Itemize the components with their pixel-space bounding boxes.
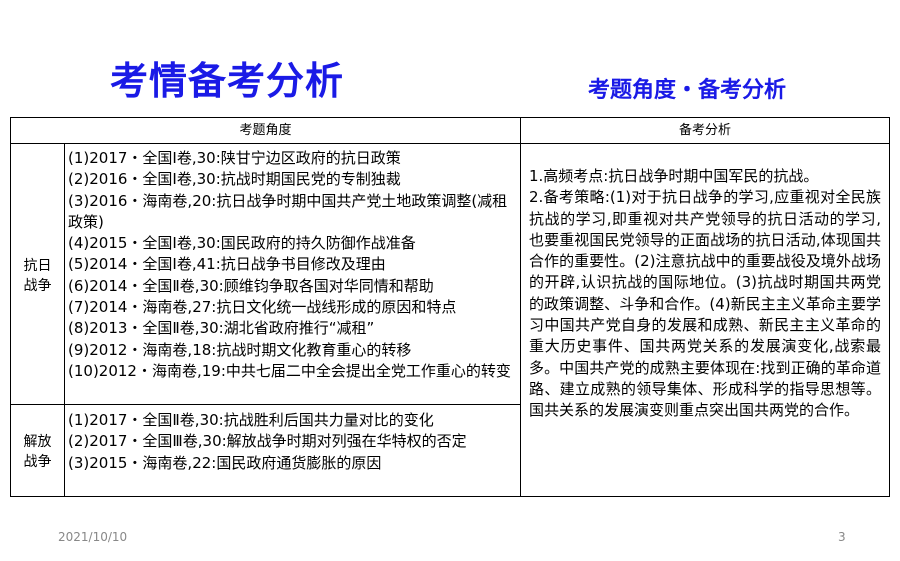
category-divider bbox=[64, 143, 65, 496]
list-item: (4)2015・全国Ⅰ卷,30:国民政府的持久防御作战准备 bbox=[68, 234, 416, 253]
analysis-paragraph: 1.高频考点:抗日战争时期中国军民的抗战。 bbox=[529, 167, 819, 185]
analysis-table: 考题角度 备考分析 抗日 战争 (1)2017・全国Ⅰ卷,30:陕甘宁边区政府的… bbox=[10, 117, 890, 497]
list-item: (7)2014・海南卷,27:抗日文化统一战线形成的原因和特点 bbox=[68, 298, 457, 317]
list-item: (2)2016・全国Ⅰ卷,30:抗战时期国民党的专制独裁 bbox=[68, 170, 401, 189]
list-item: (9)2012・海南卷,18:抗战时期文化教育重心的转移 bbox=[68, 340, 412, 359]
list-item: (3)2015・海南卷,22:国民政府通货膨胀的原因 bbox=[68, 453, 382, 472]
list-item: (5)2014・全国Ⅰ卷,41:抗日战争书目修改及理由 bbox=[68, 255, 386, 274]
section-divider bbox=[11, 404, 520, 405]
list-item: (8)2013・全国Ⅱ卷,30:湖北省政府推行“减租” bbox=[68, 319, 375, 338]
list-item: (3)2016・海南卷,20:抗日战争时期中国共产党土地政策调整(减租政策) bbox=[68, 191, 508, 231]
page-subtitle: 考题角度・备考分析 bbox=[588, 78, 787, 103]
list-item: (10)2012・海南卷,19:中共七届二中全会提出全党工作重心的转变 bbox=[68, 361, 511, 380]
footer-date: 2021/10/10 bbox=[58, 530, 128, 544]
category-anti-japanese-war: 抗日 战争 bbox=[23, 258, 52, 294]
page-title: 考情备考分析 bbox=[110, 59, 345, 103]
analysis-paragraph: 2.备考策略:(1)对于抗日战争的学习,应重视对全民族抗战的学习,即重视对共产党… bbox=[529, 188, 881, 420]
page-number: 3 bbox=[838, 530, 846, 544]
list-item: (2)2017・全国Ⅲ卷,30:解放战争时期对列强在华特权的否定 bbox=[68, 432, 467, 451]
list-item: (1)2017・全国Ⅱ卷,30:抗战胜利后国共力量对比的变化 bbox=[68, 411, 434, 429]
list-item: (1)2017・全国Ⅰ卷,30:陕甘宁边区政府的抗日政策 bbox=[68, 149, 401, 167]
header-divider bbox=[11, 143, 889, 144]
question-list-anti-japanese-war: (1)2017・全国Ⅰ卷,30:陕甘宁边区政府的抗日政策 (2)2016・全国Ⅰ… bbox=[68, 148, 520, 382]
category-liberation-war: 解放 战争 bbox=[23, 434, 52, 470]
question-list-liberation-war: (1)2017・全国Ⅱ卷,30:抗战胜利后国共力量对比的变化 (2)2017・全… bbox=[68, 410, 520, 474]
header-question-angle: 考题角度 bbox=[239, 123, 292, 138]
header-prep-analysis: 备考分析 bbox=[678, 123, 731, 138]
column-divider bbox=[520, 118, 521, 496]
list-item: (6)2014・全国Ⅱ卷,30:顾维钧争取各国对华同情和帮助 bbox=[68, 276, 434, 295]
prep-analysis-text: 1.高频考点:抗日战争时期中国军民的抗战。 2.备考策略:(1)对于抗日战争的学… bbox=[529, 166, 881, 422]
